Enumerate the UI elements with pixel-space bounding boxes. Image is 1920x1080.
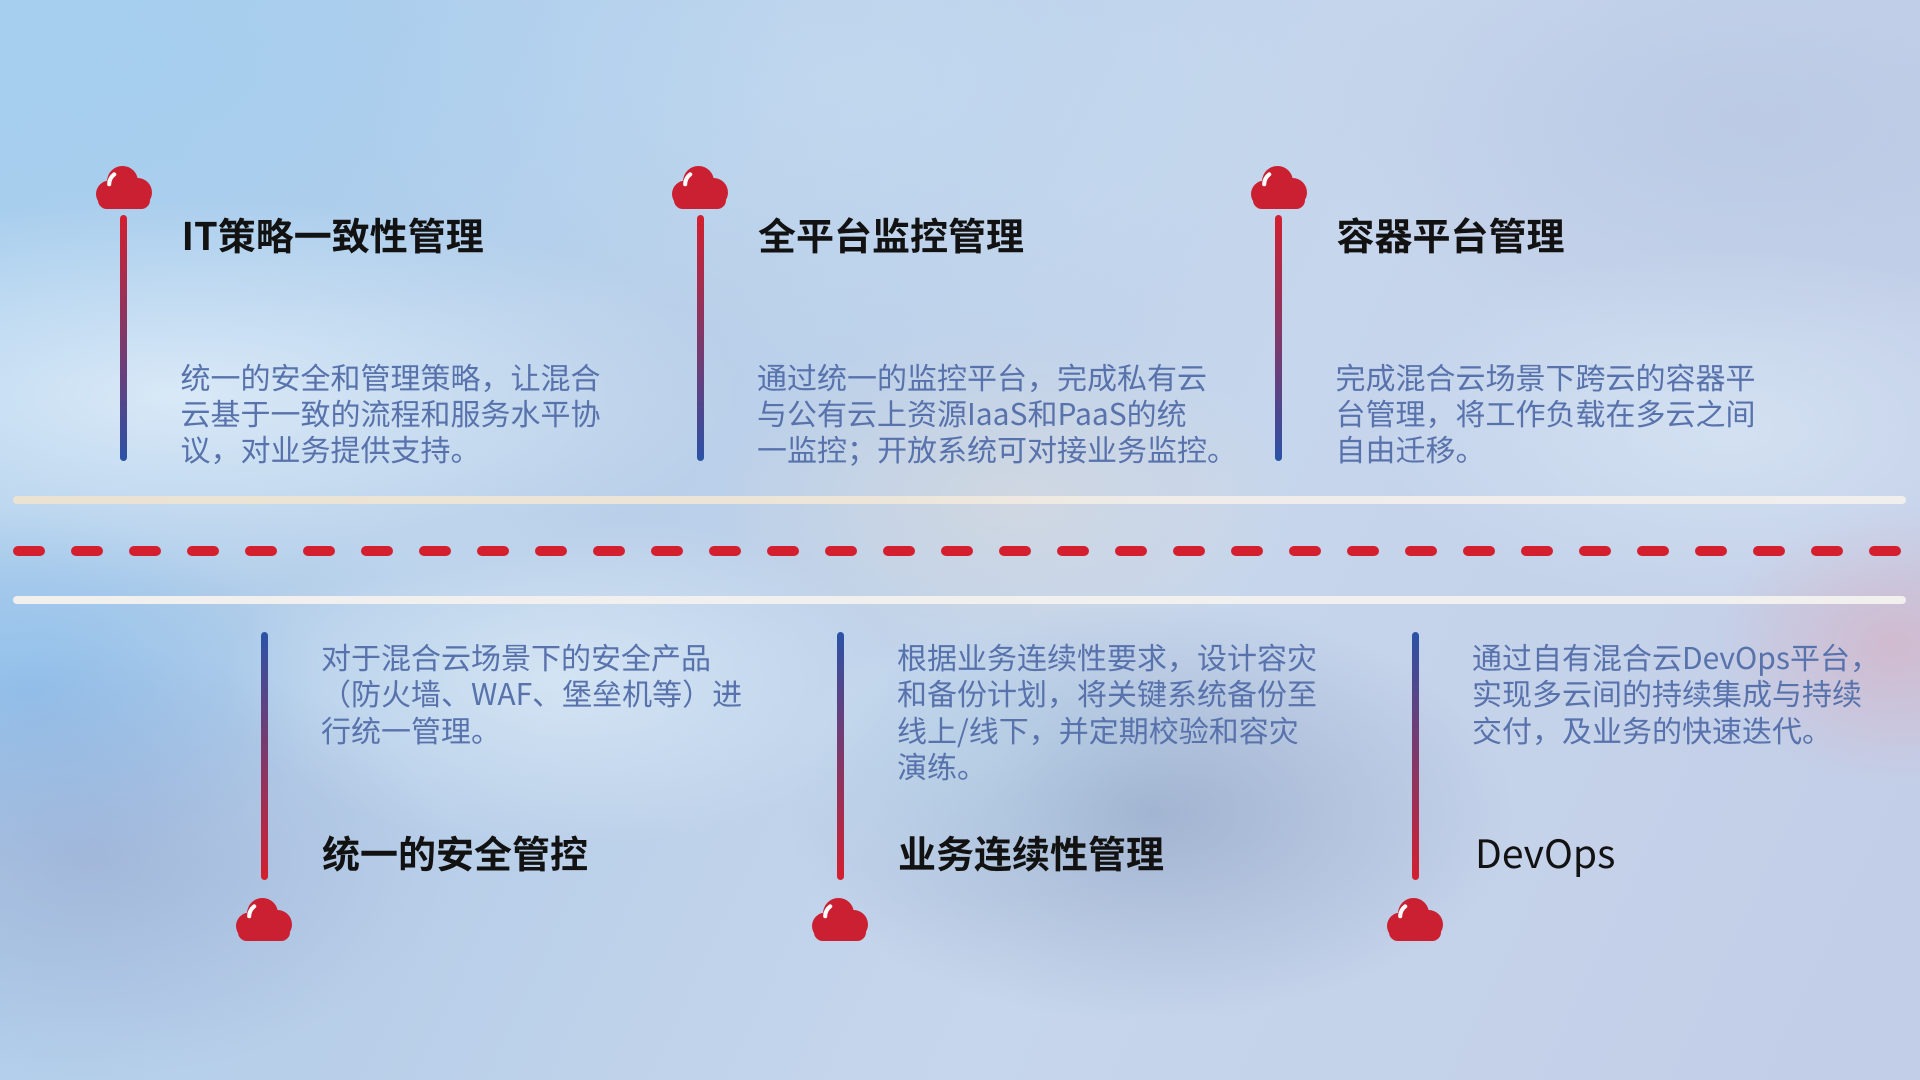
panel-title: 全平台监控管理 bbox=[758, 205, 1025, 261]
feature-panel-it-policy-consistency: IT策略一致性管理 统一的安全和管理策略，让混合 云基于一致的流程和服务水平协 … bbox=[120, 165, 620, 495]
timeline-stick bbox=[696, 215, 704, 461]
panel-title: IT策略一致性管理 bbox=[181, 205, 484, 261]
cloud-icon bbox=[236, 897, 292, 941]
panel-description: 根据业务连续性要求，设计容灾 和备份计划，将关键系统备份至 线上/线下，并定期校… bbox=[897, 634, 1317, 788]
cloud-icon bbox=[672, 165, 728, 209]
cloud-icon bbox=[812, 897, 868, 941]
panel-description: 通过自有混合云DevOps平台， 实现多云间的持续集成与持续 交付，及业务的快速… bbox=[1472, 634, 1880, 751]
panel-title: 统一的安全管控 bbox=[322, 824, 589, 879]
feature-panel-business-continuity-mgmt: 业务连续性管理 根据业务连续性要求，设计容灾 和备份计划，将关键系统备份至 线上… bbox=[836, 632, 1336, 962]
panel-title: 业务连续性管理 bbox=[898, 824, 1165, 879]
feature-panel-unified-security-control: 统一的安全管控 对于混合云场景下的安全产品 （防火墙、WAF、堡垒机等）进 行统… bbox=[260, 632, 760, 962]
timeline-stick bbox=[836, 632, 844, 880]
feature-panel-container-platform-mgmt: 容器平台管理 完成混合云场景下跨云的容器平 台管理，将工作负载在多云之间 自由迁… bbox=[1275, 165, 1775, 495]
panel-description: 通过统一的监控平台，完成私有云 与公有云上资源IaaS和PaaS的统 一监控；开… bbox=[757, 353, 1237, 471]
feature-panel-devops: DevOps 通过自有混合云DevOps平台， 实现多云间的持续集成与持续 交付… bbox=[1411, 632, 1911, 962]
panel-title: DevOps bbox=[1475, 823, 1616, 880]
panel-description: 对于混合云场景下的安全产品 （防火墙、WAF、堡垒机等）进 行统一管理。 bbox=[321, 634, 743, 751]
cloud-icon bbox=[1387, 897, 1443, 941]
timeline-stick bbox=[120, 215, 127, 461]
timeline-stick bbox=[1411, 632, 1419, 880]
panel-title: 容器平台管理 bbox=[1336, 205, 1565, 261]
timeline-stick bbox=[260, 632, 268, 880]
cloud-icon bbox=[1251, 165, 1307, 209]
timeline-stick bbox=[1275, 215, 1282, 461]
feature-panel-full-platform-monitoring: 全平台监控管理 通过统一的监控平台，完成私有云 与公有云上资源IaaS和PaaS… bbox=[696, 165, 1237, 495]
panel-description: 统一的安全和管理策略，让混合 云基于一致的流程和服务水平协 议，对业务提供支持。 bbox=[180, 353, 601, 471]
panel-description: 完成混合云场景下跨云的容器平 台管理，将工作负载在多云之间 自由迁移。 bbox=[1335, 353, 1756, 471]
cloud-icon bbox=[96, 165, 152, 209]
